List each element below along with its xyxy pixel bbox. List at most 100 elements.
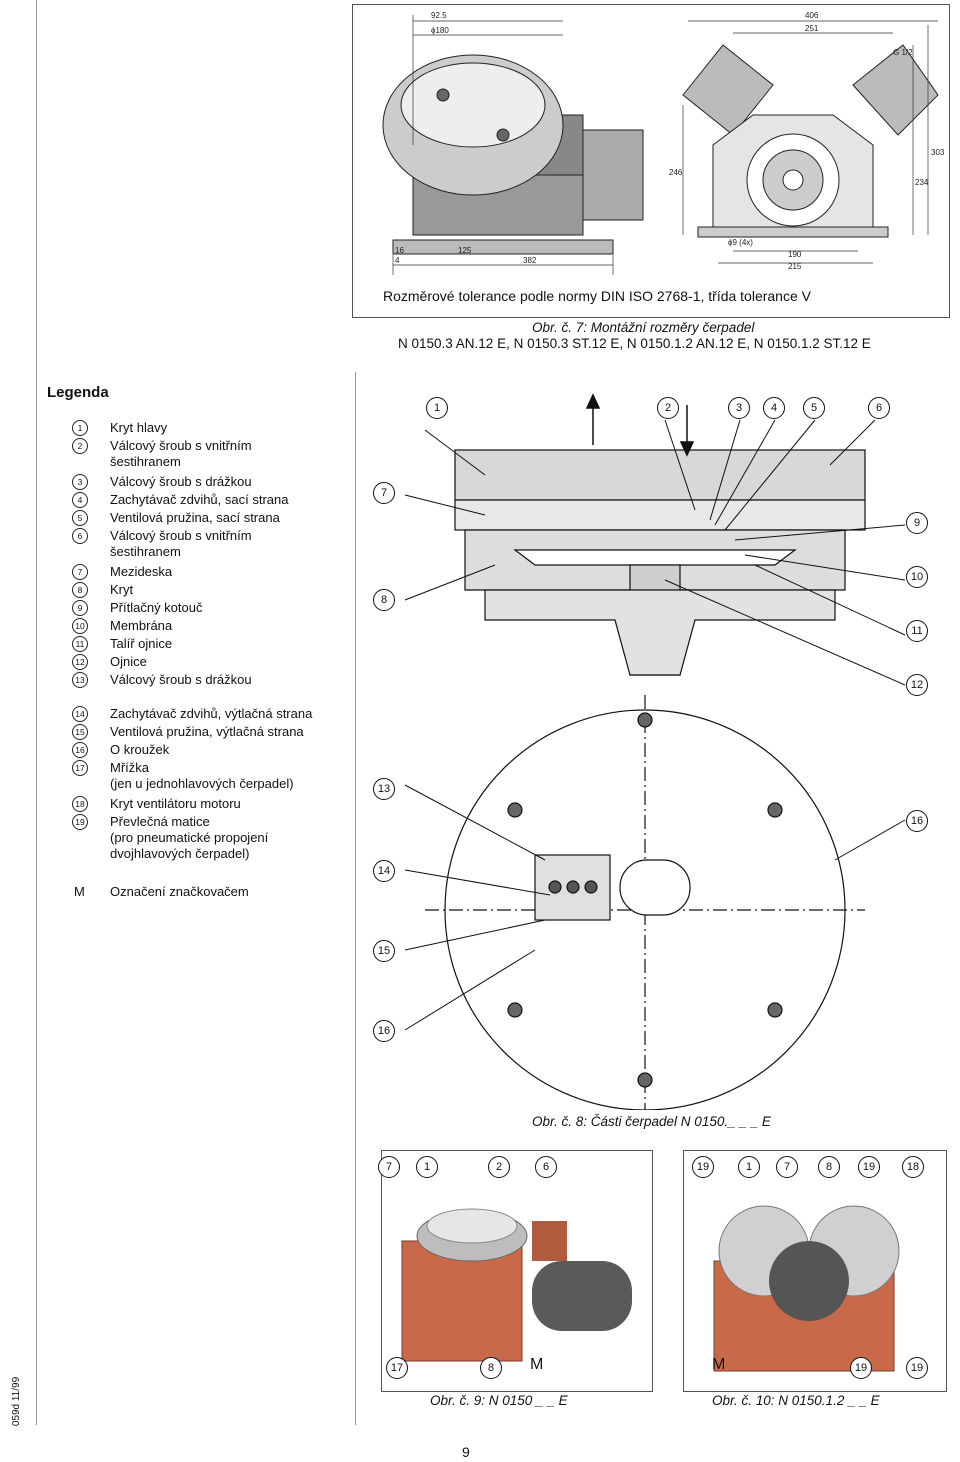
fig9-callout-6: 6 xyxy=(535,1156,557,1178)
legend-text: Válcový šroub s drážkou xyxy=(110,672,252,687)
fig9-caption: Obr. č. 9: N 0150 _ _ E xyxy=(430,1393,568,1408)
fig10-callout-8: 8 xyxy=(818,1156,840,1178)
legend-number: M xyxy=(74,884,85,899)
fig8-callout-1: 1 xyxy=(426,397,448,419)
fig8-caption: Obr. č. 8: Části čerpadel N 0150._ _ _ E xyxy=(532,1114,771,1129)
legend-number: 12 xyxy=(72,654,88,670)
legend-text: Ventilová pružina, sací strana xyxy=(110,510,280,525)
legend-text: Zachytávač zdvihů, sací strana xyxy=(110,492,289,507)
fig8-callout-12: 12 xyxy=(906,674,928,696)
dim-phi9: ϕ9 (4x) xyxy=(728,238,753,247)
fig9-callout-2: 2 xyxy=(488,1156,510,1178)
fig8-callout-2: 2 xyxy=(657,397,679,419)
legend-text: Převlečná matice xyxy=(110,814,210,829)
legend-number: 19 xyxy=(72,814,88,830)
legend-number: 9 xyxy=(72,600,88,616)
legend-text: Kryt ventilátoru motoru xyxy=(110,796,241,811)
fig10-callout-19a: 19 xyxy=(692,1156,714,1178)
fig10-caption: Obr. č. 10: N 0150.1.2 _ _ E xyxy=(712,1393,880,1408)
dim-190: 190 xyxy=(788,250,802,259)
legend-text: šestihranem xyxy=(110,454,181,469)
fig7-drawing: 92.5 ϕ180 16 4 125 382 406 251 G 1/2 303 xyxy=(382,11,945,275)
fig8-callout-3: 3 xyxy=(728,397,750,419)
fig9-callout-7: 7 xyxy=(378,1156,400,1178)
fig8-callout-15: 15 xyxy=(373,940,395,962)
legend-number: 5 xyxy=(72,510,88,526)
legend-number: 7 xyxy=(72,564,88,580)
legend-number: 2 xyxy=(72,438,88,454)
fig8-callout-4: 4 xyxy=(763,397,785,419)
legend-number: 11 xyxy=(72,636,88,652)
legend-number: 16 xyxy=(72,742,88,758)
legend-text: Válcový šroub s drážkou xyxy=(110,474,252,489)
dim-phi180: ϕ180 xyxy=(431,26,449,35)
fig8-callout-13: 13 xyxy=(373,778,395,800)
fig8-callout-6: 6 xyxy=(868,397,890,419)
legend-text: Mřížka xyxy=(110,760,149,775)
legend-text: Membrána xyxy=(110,618,173,633)
legend-text: Mezideska xyxy=(110,564,173,579)
fig9-callout-17: 17 xyxy=(386,1357,408,1379)
legend-text: O kroužek xyxy=(110,742,170,757)
fig10-marker-m: M xyxy=(712,1356,726,1373)
fig10-callout-18: 18 xyxy=(902,1156,924,1178)
legend-number: 17 xyxy=(72,760,88,776)
dim-246: 246 xyxy=(669,168,683,177)
dim-4: 4 xyxy=(395,256,400,265)
doc-code: 059d 11/99 xyxy=(11,1376,23,1427)
legend-number: 18 xyxy=(72,796,88,812)
fig10-callout-7: 7 xyxy=(776,1156,798,1178)
fig10-photo xyxy=(683,1150,947,1392)
legend-number: 3 xyxy=(72,474,88,490)
dim-406: 406 xyxy=(805,11,819,20)
column-divider xyxy=(355,372,356,1425)
legend-text: Válcový šroub s vnitřním xyxy=(110,528,252,543)
legend-number: 8 xyxy=(72,582,88,598)
legend-number: 1 xyxy=(72,420,88,436)
legend-text: (pro pneumatické propojení xyxy=(110,830,269,845)
legend-text: Válcový šroub s vnitřním xyxy=(110,438,252,453)
legend-text: Kryt hlavy xyxy=(110,420,168,435)
fig10-callout-19b: 19 xyxy=(858,1156,880,1178)
legend-number: 13 xyxy=(72,672,88,688)
dim-125: 125 xyxy=(458,246,472,255)
fig8-callout-11: 11 xyxy=(906,620,928,642)
fig8-callout-16-left: 16 xyxy=(373,1020,395,1042)
fig8-callout-14: 14 xyxy=(373,860,395,882)
legend-text: Talíř ojnice xyxy=(110,636,173,651)
fig7-caption-line1: Obr. č. 7: Montážní rozměry čerpadel xyxy=(532,320,755,335)
legend-text: Kryt xyxy=(110,582,134,597)
dim-92-5: 92.5 xyxy=(431,11,447,20)
fig8-callout-7: 7 xyxy=(373,482,395,504)
legend-text: Ojnice xyxy=(110,654,147,669)
left-margin-rule xyxy=(36,0,37,1425)
dim-251: 251 xyxy=(805,24,819,33)
fig8-callout-8: 8 xyxy=(373,589,395,611)
fig10-callout-19d: 19 xyxy=(906,1357,928,1379)
legend-title: Legenda xyxy=(47,384,109,401)
page-number: 9 xyxy=(462,1444,470,1460)
dim-303: 303 xyxy=(931,148,945,157)
dim-g12: G 1/2 xyxy=(893,48,913,57)
fig9-marker-m: M xyxy=(530,1356,544,1373)
legend-number: 4 xyxy=(72,492,88,508)
dim-16: 16 xyxy=(395,246,404,255)
fig10-callout-19c: 19 xyxy=(850,1357,872,1379)
legend-text: Přítlačný kotouč xyxy=(110,600,203,615)
legend-number: 10 xyxy=(72,618,88,634)
dim-215: 215 xyxy=(788,262,802,271)
fig10-callout-1: 1 xyxy=(738,1156,760,1178)
legend-text: šestihranem xyxy=(110,544,181,559)
legend-text: (jen u jednohlavových čerpadel) xyxy=(110,776,294,791)
fig8-drawing xyxy=(404,393,906,1110)
legend-text: Ventilová pružina, výtlačná strana xyxy=(110,724,304,739)
legend-text: Označení značkovačem xyxy=(110,884,249,899)
fig7-caption-line2: N 0150.3 AN.12 E, N 0150.3 ST.12 E, N 01… xyxy=(398,336,871,351)
legend-text: Zachytávač zdvihů, výtlačná strana xyxy=(110,706,313,721)
fig9-photo xyxy=(381,1150,653,1392)
legend-number: 15 xyxy=(72,724,88,740)
fig8-callout-5: 5 xyxy=(803,397,825,419)
fig8-callout-9: 9 xyxy=(906,512,928,534)
fig9-callout-1: 1 xyxy=(416,1156,438,1178)
legend-text: dvojhlavových čerpadel) xyxy=(110,846,250,861)
